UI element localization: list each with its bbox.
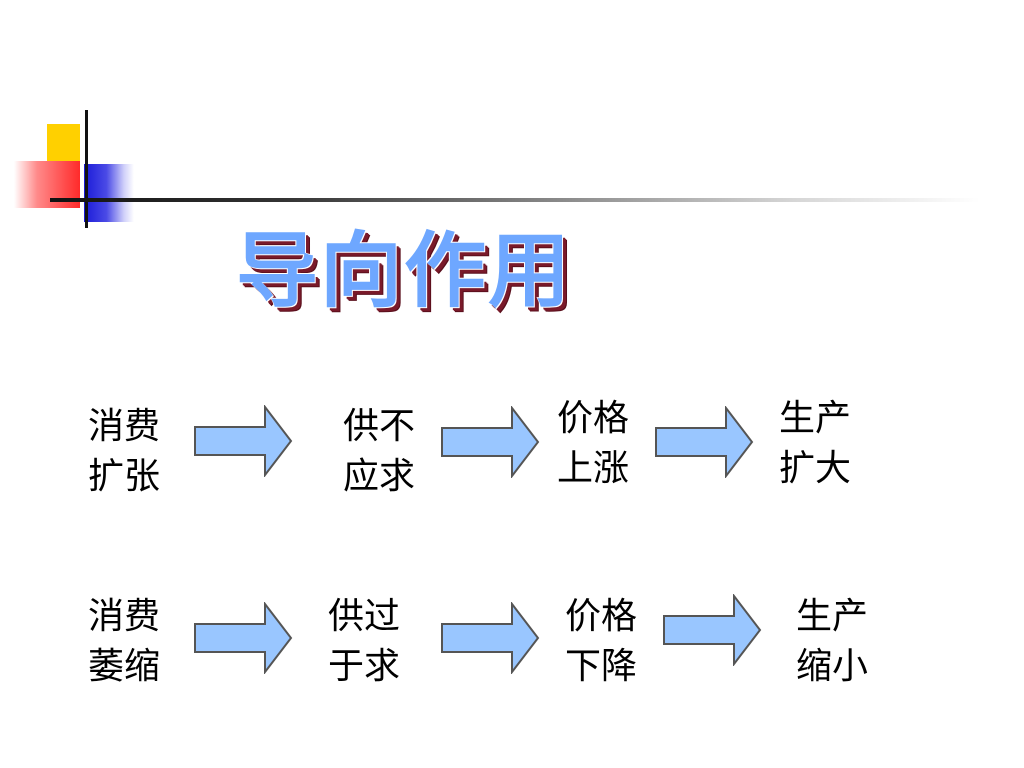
node-line: 扩大: [779, 448, 852, 489]
node-consumption-expand: 消费 扩张: [88, 402, 160, 502]
decor-yellow-square: [47, 124, 80, 163]
node-line: 生产: [779, 398, 852, 439]
node-production-expand: 生产 扩大: [779, 394, 851, 494]
node-line: 价格: [565, 596, 638, 637]
arrow-right-icon: [194, 405, 293, 477]
node-production-shrink: 生产 缩小: [796, 592, 868, 692]
node-supply-excess: 供过 于求: [328, 592, 400, 692]
slide-title: 导向作用: [236, 224, 573, 319]
node-line: 缩小: [796, 646, 869, 687]
arrow-right-icon: [663, 594, 762, 666]
node-line: 应求: [343, 456, 416, 497]
arrow-right-icon: [655, 406, 754, 478]
node-supply-short: 供不 应求: [343, 402, 415, 502]
node-line: 生产: [796, 596, 869, 637]
node-line: 上涨: [557, 448, 630, 489]
node-line: 价格: [557, 398, 630, 439]
decor-blue-square: [84, 164, 134, 222]
node-line: 供过: [328, 596, 401, 637]
node-line: 消费: [88, 596, 161, 637]
node-line: 扩张: [88, 456, 161, 497]
node-price-rise: 价格 上涨: [557, 394, 629, 494]
arrow-right-icon: [194, 602, 293, 674]
decor-horizontal-rule: [50, 198, 980, 202]
arrow-right-icon: [441, 406, 540, 478]
node-line: 供不: [343, 406, 416, 447]
node-consumption-shrink: 消费 萎缩: [88, 592, 160, 692]
node-price-fall: 价格 下降: [565, 592, 637, 692]
node-line: 于求: [328, 646, 401, 687]
node-line: 萎缩: [88, 646, 161, 687]
node-line: 消费: [88, 406, 161, 447]
node-line: 下降: [565, 646, 638, 687]
decor-vertical-line: [85, 110, 88, 228]
arrow-right-icon: [441, 602, 540, 674]
